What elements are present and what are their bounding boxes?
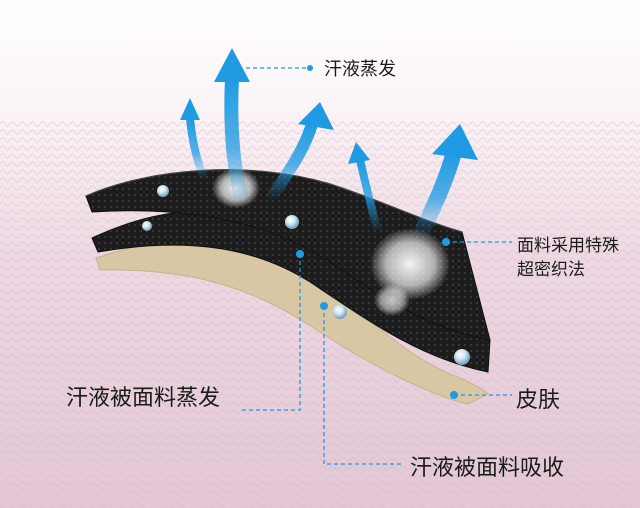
- label-fabric-weave-line2: 超密织法: [517, 260, 585, 280]
- label-fabric-weave-line1: 面料采用特殊: [517, 236, 619, 256]
- arrow-up-icon: [214, 48, 251, 208]
- leader-lines: [240, 67, 512, 465]
- arrow-up-icon: [348, 142, 382, 234]
- leader-line-fabric-evaporates: [240, 254, 301, 411]
- arrow-up-icon: [180, 98, 209, 182]
- water-droplet-icon: [285, 215, 299, 229]
- water-droplet-icon: [142, 221, 152, 231]
- water-droplet-icon: [454, 349, 470, 365]
- label-fabric-absorbs: 汗液被面料吸收: [410, 456, 565, 481]
- label-skin: 皮肤: [516, 388, 561, 413]
- label-sweat-evaporation: 汗液蒸发: [324, 59, 396, 80]
- leader-line-fabric-absorbs: [323, 306, 404, 465]
- arrow-up-icon: [265, 102, 334, 204]
- label-fabric-evaporates: 汗液被面料蒸发: [66, 386, 221, 411]
- evaporation-arrows: [180, 48, 478, 240]
- water-droplet-icon: [157, 185, 169, 197]
- water-droplet-icon: [333, 305, 347, 319]
- outer-fabric-edge: [85, 169, 463, 233]
- leader-dots: [296, 65, 458, 399]
- steam-cloud: [374, 284, 410, 316]
- steam-cloud: [370, 228, 450, 300]
- arrow-up-icon: [412, 124, 478, 240]
